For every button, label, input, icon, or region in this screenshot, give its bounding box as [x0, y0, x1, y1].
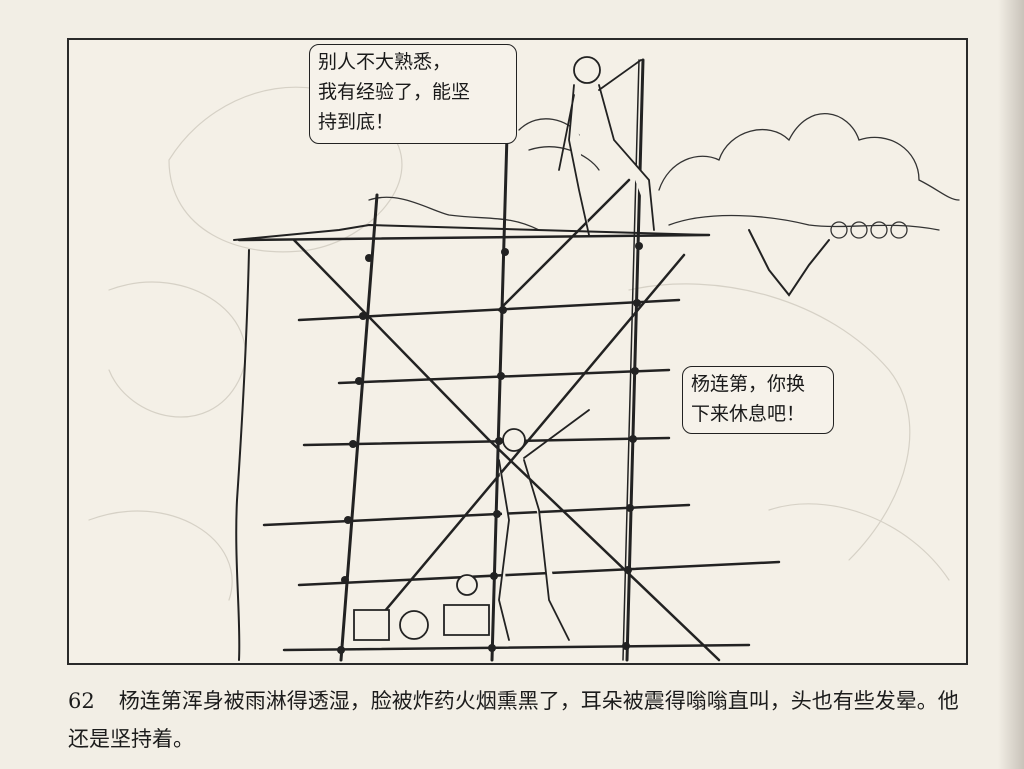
rope-lashings — [337, 242, 643, 654]
comic-panel: 别人不大熟悉， 我有经验了，能坚 持到底！ 杨连第，你换 下来休息吧！ — [67, 38, 968, 665]
scaffold-illustration — [88, 56, 960, 662]
soldier-figures — [353, 56, 655, 641]
scaffold-diagonals — [292, 178, 721, 662]
speech-bubble-top-soldier: 别人不大熟悉， 我有经验了，能坚 持到底！ — [309, 44, 517, 144]
panel-number: 62 — [68, 689, 95, 713]
smoke-clouds — [368, 112, 960, 239]
cliff-edge — [233, 223, 830, 661]
caption-text: 杨连第浑身被雨淋得透湿，脸被炸药火烟熏黑了，耳朵被震得嗡嗡直叫，头也有些发晕。他… — [68, 689, 959, 751]
page-edge-shadow — [998, 0, 1024, 769]
speech-bubble-lower-soldier: 杨连第，你换 下来休息吧！ — [682, 366, 834, 434]
background-sketch — [88, 86, 950, 601]
